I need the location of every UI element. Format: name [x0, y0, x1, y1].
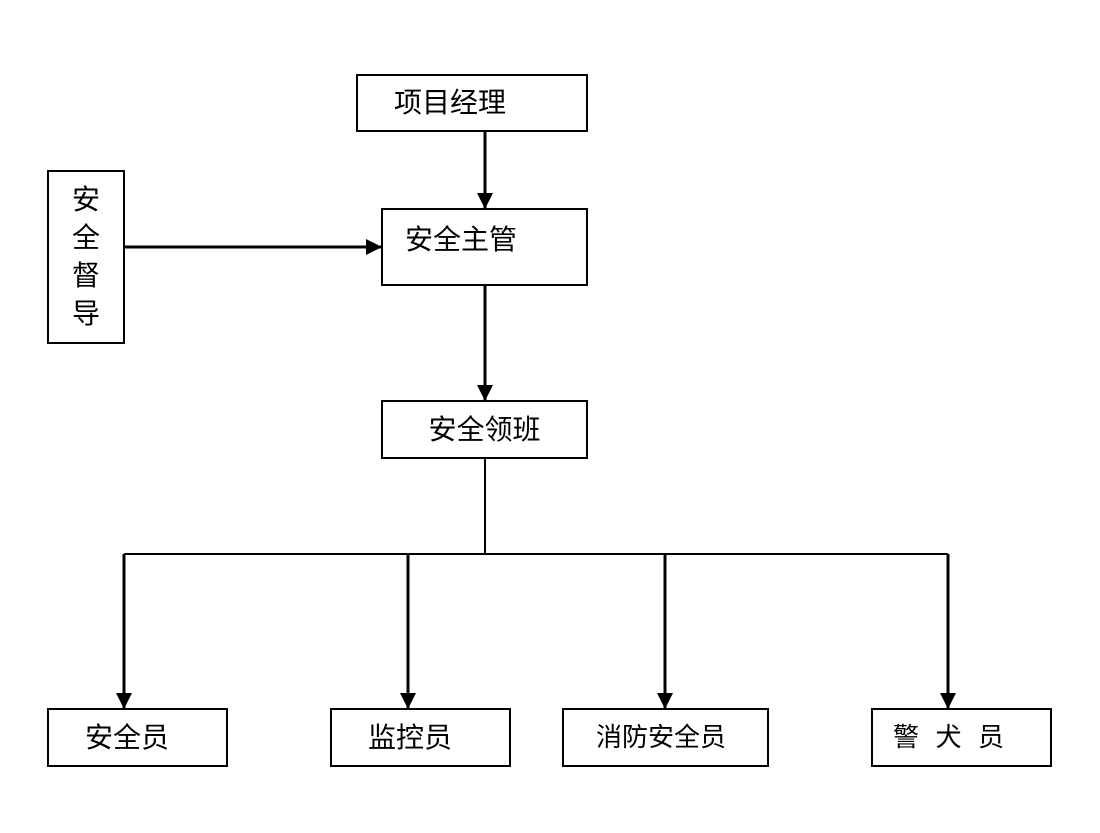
node-fire-safety-officer: 消防安全员 [562, 708, 769, 767]
node-safety-team-leader: 安全领班 [381, 400, 588, 459]
node-k9-officer-label: 警 犬 员 [893, 722, 1005, 753]
node-safety-officer: 安全员 [47, 708, 228, 767]
node-project-manager-label: 项目经理 [394, 86, 507, 119]
node-safety-inspector-char: 全 [71, 221, 100, 254]
node-safety-team-leader-label: 安全领班 [428, 412, 541, 446]
node-k9-officer: 警 犬 员 [871, 708, 1052, 767]
node-monitor-operator-label: 监控员 [368, 720, 453, 754]
node-safety-supervisor: 安全主管 [381, 208, 588, 286]
node-monitor-operator: 监控员 [330, 708, 511, 767]
node-safety-inspector: 安 全 督 导 [47, 170, 125, 344]
node-project-manager: 项目经理 [356, 74, 588, 132]
node-safety-officer-label: 安全员 [85, 720, 170, 754]
node-safety-inspector-char: 督 [71, 259, 100, 292]
node-safety-inspector-char: 导 [71, 297, 100, 330]
node-fire-safety-officer-label: 消防安全员 [596, 722, 727, 753]
node-safety-inspector-char: 安 [71, 183, 100, 216]
node-safety-supervisor-label: 安全主管 [405, 223, 518, 256]
